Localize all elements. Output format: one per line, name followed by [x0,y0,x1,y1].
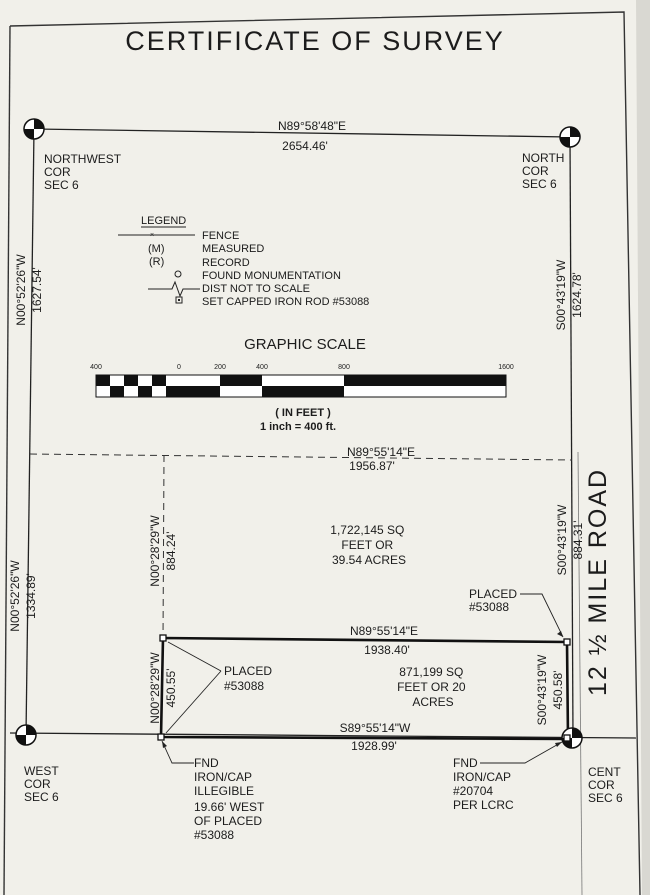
svg-text:S00°43'19"W: S00°43'19"W [555,504,569,575]
iron-rod-ne [563,638,571,646]
north-bearing: N89°58'48"E [278,119,346,133]
svg-text:N00°52'26"W: N00°52'26"W [8,560,22,632]
road-name: 12 ½ MILE ROAD [584,468,612,696]
placed-right-note: PLACED #53088 [469,587,520,614]
break-line-icon [148,280,200,298]
scale-tick-200: 200 [214,364,226,371]
svg-text:1334.89': 1334.89' [24,573,38,619]
svg-text:N00°28'29"W: N00°28'29"W [148,515,162,587]
west-lower-label: N00°52'26"W 1334.89' [8,560,38,632]
iron-rod-markers [157,634,571,742]
placed-left-note: PLACED #53088 [224,664,275,693]
north-corner-monument [559,126,581,148]
sheet-border-left [3,25,11,895]
iron-rod-se [563,734,571,742]
legend-item-fence: FENCE [202,230,239,242]
parcel-south-distance: 1928.99' [351,739,397,753]
fence-symbol-x: × [150,232,154,239]
legend-symbol-measured: (M) [148,243,165,255]
section-boundary [9,128,637,895]
parcel-north-bearing: N89°55'14"E [350,624,418,638]
northwest-corner-monument [23,118,45,140]
svg-text:450.58': 450.58' [551,671,565,710]
graphic-scale: GRAPHIC SCALE 400 0 200 400 800 1600 ( I… [90,336,514,433]
placed-left-leaders [165,641,222,734]
scale-heading: GRAPHIC SCALE [244,336,366,353]
parcel-south-bearing: S89°55'14"W [340,721,411,735]
inner-west-line-dashed [162,454,165,641]
legend-item-found-monumentation: FOUND MONUMENTATION [202,270,341,282]
found-left-leader [161,740,194,764]
north-distance: 2654.46' [282,139,328,153]
scale-tick-400: 400 [256,364,268,371]
mid-distance: 1956.87' [349,459,395,473]
found-left-note: FND IRON/CAP ILLEGIBLE 19.66' WEST OF PL… [194,756,267,842]
upper-area-label: 1,722,145 SQ FEET OR 39.54 ACRES [330,523,407,567]
parcel-east-label: S00°43'19"W 450.58' [535,654,565,725]
east-line [569,136,574,739]
svg-text:1624.78': 1624.78' [570,272,584,318]
north-corner-label: NORTH COR SEC 6 [522,151,568,191]
parcel-north-distance: 1938.40' [364,643,410,657]
lower-area-label: 871,199 SQ FEET OR 20 ACRES [397,665,469,709]
legend-item-dist-not-to-scale: DIST NOT TO SCALE [202,283,310,295]
monument-symbol-icon [174,270,182,278]
parcel-west-label: N00°28'29"W 450.55' [148,652,178,724]
legend-item-measured: MEASURED [202,243,264,255]
mid-bearing: N89°55'14"E [347,445,415,459]
west-corner-label: WEST COR SEC 6 [24,764,62,804]
west-line [25,128,35,736]
svg-text:S00°43'19"W: S00°43'19"W [554,259,568,330]
svg-text:S00°43'19"W: S00°43'19"W [535,654,549,725]
dashed-lines [29,453,573,641]
legend-item-set-iron-rod: SET CAPPED IRON ROD #53088 [202,296,369,308]
legend: LEGEND × FENCE (M) MEASURED (R) RECORD F… [118,215,369,308]
svg-text:N00°52'26"W: N00°52'26"W [14,254,28,326]
scale-tick-800: 800 [338,364,350,371]
road-edge [577,451,583,895]
northwest-corner-label: NORTHWEST COR SEC 6 [44,152,124,192]
north-line [33,128,571,138]
inner-west-label: N00°28'29"W 884.24' [148,515,178,587]
west-corner-monument [15,724,37,746]
east-upper-label: S00°43'19"W 1624.78' [554,259,584,330]
scale-tick-1600: 1600 [498,364,514,371]
svg-text:N00°28'29"W: N00°28'29"W [148,652,162,724]
scale-tick-400-neg: 400 [90,364,102,371]
scale-units: ( IN FEET ) [275,407,331,419]
svg-text:1627.54': 1627.54' [30,267,44,313]
west-upper-label: N00°52'26"W 1627.54' [14,254,44,326]
svg-text:450.55': 450.55' [164,669,178,708]
iron-rod-sw [157,733,165,741]
scale-ratio: 1 inch = 400 ft. [260,421,336,433]
placed-right-leader [520,593,564,638]
center-corner-label: CENT COR SEC 6 [588,765,624,805]
iron-rod-symbol-icon [175,296,183,304]
scale-tick-0: 0 [177,364,181,371]
mid-line-dashed [29,453,573,461]
svg-text:884.31': 884.31' [571,521,585,560]
legend-symbol-record: (R) [149,256,164,268]
legend-item-record: RECORD [202,257,250,269]
sheet-border [9,11,641,895]
east-mid-label: S00°43'19"W 884.31' [555,504,585,575]
paper-shadow-right [636,0,650,895]
iron-rod-nw [159,634,167,642]
svg-text:884.24': 884.24' [164,532,178,571]
found-right-leader [480,741,563,764]
legend-heading: LEGEND [141,215,186,227]
found-right-note: FND IRON/CAP #20704 PER LCRC [453,756,514,812]
center-line [9,732,637,739]
page-title: CERTIFICATE OF SURVEY [125,26,505,56]
